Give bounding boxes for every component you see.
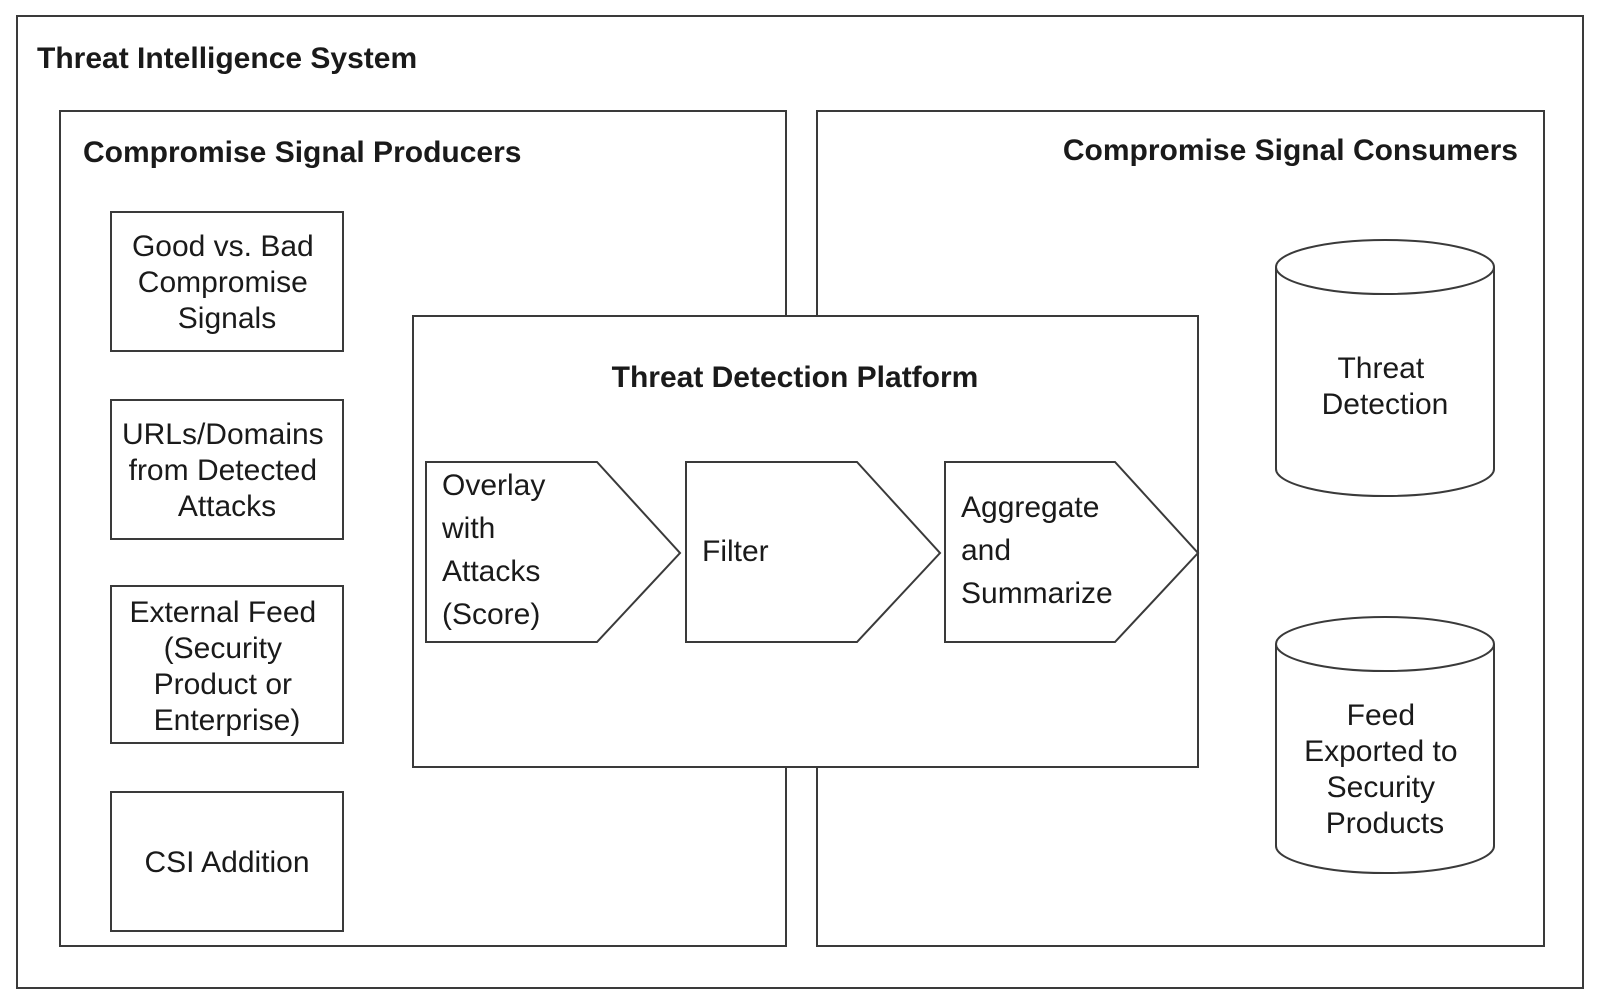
step-line: Overlay [442, 469, 545, 502]
consumer-cylinder-threat-detection: Threat Detection [1275, 239, 1495, 497]
step-filter: Filter [685, 461, 942, 643]
consumer-cylinder-feed-exported: Feed Exported to Security Products [1275, 616, 1495, 874]
producer-box-good-vs-bad: Good vs. Bad Compromise Signals [110, 211, 344, 352]
producer-line: Enterprise) [154, 704, 301, 737]
step-overlay-with-attacks: Overlay with Attacks (Score) [425, 461, 682, 643]
step-line: Aggregate [961, 491, 1099, 524]
consumers-title: Compromise Signal Consumers [1063, 134, 1518, 167]
svg-text:CSI Addition: CSI Addition [144, 846, 309, 879]
consumer-line: Products [1326, 807, 1444, 840]
producer-line: Signals [178, 302, 276, 335]
producer-line: Attacks [178, 490, 276, 523]
producers-title: Compromise Signal Producers [83, 136, 521, 169]
consumer-line: Threat [1337, 352, 1424, 385]
svg-text:Good vs. Bad Compromise: Good vs. Bad Compromise Signals [132, 230, 322, 335]
consumer-line: Detection [1322, 388, 1449, 421]
producer-box-urls-domains: URLs/Domains from Detected Attacks [110, 399, 344, 540]
system-frame [16, 15, 1584, 989]
step-line: (Score) [442, 598, 540, 631]
step-line: Attacks [442, 555, 540, 588]
consumer-line: Feed [1347, 699, 1415, 732]
system-title: Threat Intelligence System [37, 42, 417, 75]
producer-line: CSI Addition [144, 846, 309, 879]
svg-text:Aggregate and Summ: Aggregate and Summarize [961, 491, 1113, 610]
producer-line: Good vs. Bad [132, 230, 314, 263]
svg-text:URLs/Domains from Detect: URLs/Domains from Detected Attacks [122, 418, 332, 523]
svg-text:Threat Detection: Threat Detection [1322, 352, 1449, 421]
step-line: with [441, 512, 495, 545]
consumer-line: Exported to [1304, 735, 1457, 768]
step-line: and [961, 534, 1011, 567]
producer-line: External Feed [129, 596, 316, 629]
producer-line: from Detected [129, 454, 317, 487]
producer-line: URLs/Domains [122, 418, 324, 451]
step-line: Filter [702, 535, 769, 568]
step-aggregate-and-summarize: Aggregate and Summarize [944, 461, 1200, 643]
producer-line: (Security [164, 632, 282, 665]
producer-box-csi-addition: CSI Addition [110, 791, 344, 932]
platform-title: Threat Detection Platform [612, 361, 979, 394]
svg-text:Filter: Filter [702, 535, 769, 568]
producer-line: Product or [154, 668, 292, 701]
svg-text:External Feed (Security: External Feed (Security Product or Enter… [129, 596, 324, 737]
step-line: Summarize [961, 577, 1113, 610]
producer-line: Compromise [138, 266, 308, 299]
consumer-line: Security [1327, 771, 1435, 804]
svg-text:Feed Exported to S: Feed Exported to Security Products [1304, 699, 1466, 840]
svg-text:Overlay with Attac: Overlay with Attacks (Score) [441, 469, 554, 631]
producer-box-external-feed: External Feed (Security Product or Enter… [110, 585, 344, 744]
